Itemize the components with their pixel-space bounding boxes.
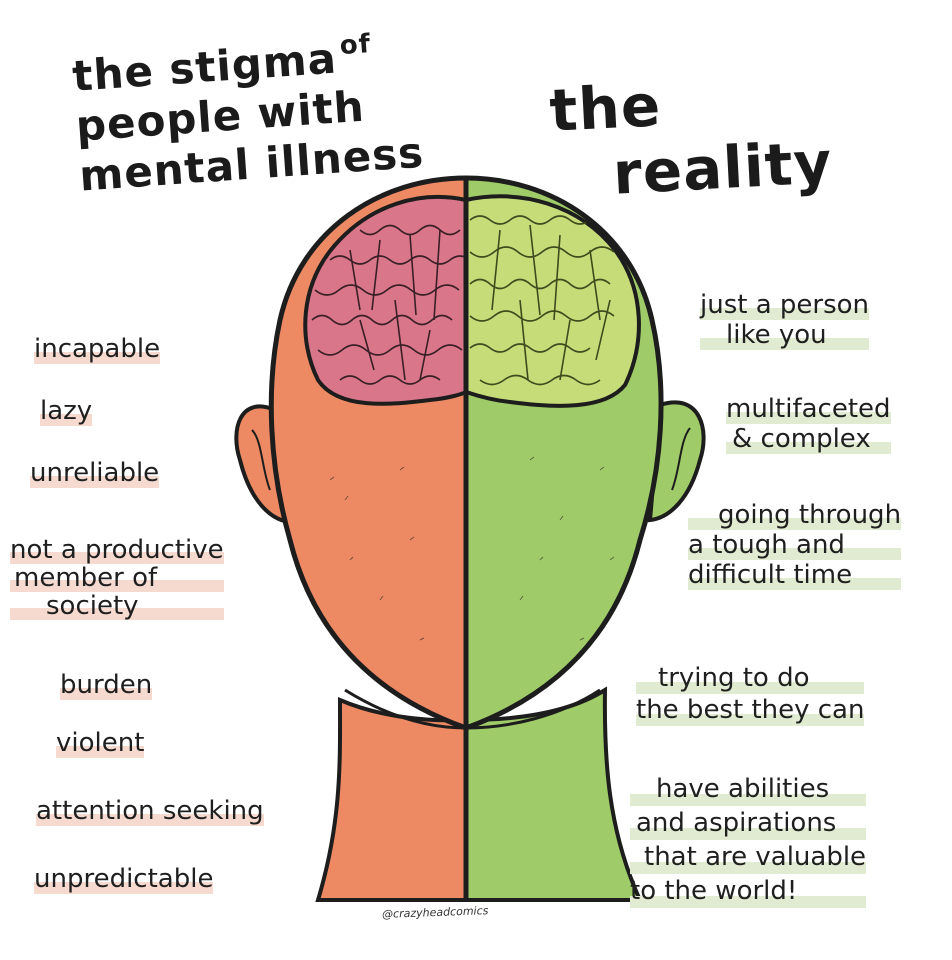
- stigma-label-text: society: [10, 592, 224, 620]
- stigma-label-text: attention seeking: [36, 796, 264, 826]
- stigma-label-text: unpredictable: [34, 864, 214, 894]
- stigma-label-burden: burden: [60, 670, 152, 700]
- title-reality: the reality: [548, 63, 834, 209]
- reality-label-multifaceted: multifaceted & complex: [726, 394, 891, 454]
- reality-label-text: the best they can: [636, 695, 865, 725]
- reality-label-text: & complex: [726, 424, 891, 454]
- stigma-label-attention-seeking: attention seeking: [36, 796, 264, 826]
- stigma-label-violent: violent: [56, 728, 144, 758]
- stigma-label-lazy: lazy: [40, 396, 92, 426]
- reality-label-text: and aspirations: [630, 806, 866, 840]
- stigma-label-text: violent: [56, 728, 145, 758]
- stigma-label-not-productive: not a productive member of society: [10, 536, 224, 620]
- stigma-label-text: member of: [10, 564, 224, 592]
- ear-right: [647, 400, 706, 523]
- brain-right: [464, 194, 641, 408]
- reality-label-text: multifaceted: [726, 394, 891, 424]
- stigma-label-text: incapable: [34, 334, 161, 364]
- stigma-label-text: burden: [60, 670, 153, 700]
- reality-label-text: just a person: [700, 290, 870, 320]
- neck-left: [315, 696, 468, 902]
- reality-label-text: that are valuable: [630, 840, 866, 874]
- neck-right: [464, 686, 644, 902]
- reality-label-text: to the world!: [630, 874, 866, 908]
- reality-label-text: going through: [688, 500, 901, 530]
- stigma-label-text: not a productive: [10, 535, 224, 565]
- stigma-label-text: lazy: [40, 396, 93, 426]
- stigma-label-incapable: incapable: [34, 334, 160, 364]
- reality-label-text: have abilities: [630, 772, 866, 806]
- reality-label-text: like you: [700, 320, 869, 350]
- reality-label-just-a-person: just a person like you: [700, 290, 869, 350]
- title-stigma: the stigmaof people with mental illness: [70, 16, 426, 202]
- title-stigma-of: of: [338, 29, 372, 62]
- stigma-label-unreliable: unreliable: [30, 458, 159, 488]
- stigma-label-text: unreliable: [30, 458, 160, 488]
- reality-label-going-through: going through a tough and difficult time: [688, 500, 901, 590]
- reality-label-text: difficult time: [688, 560, 901, 590]
- reality-label-text: trying to do: [636, 662, 864, 694]
- reality-label-text: a tough and: [688, 530, 901, 560]
- reality-label-abilities: have abilities and aspirations that are …: [630, 772, 866, 908]
- reality-label-trying: trying to do the best they can: [636, 662, 864, 726]
- stigma-label-unpredictable: unpredictable: [34, 864, 213, 894]
